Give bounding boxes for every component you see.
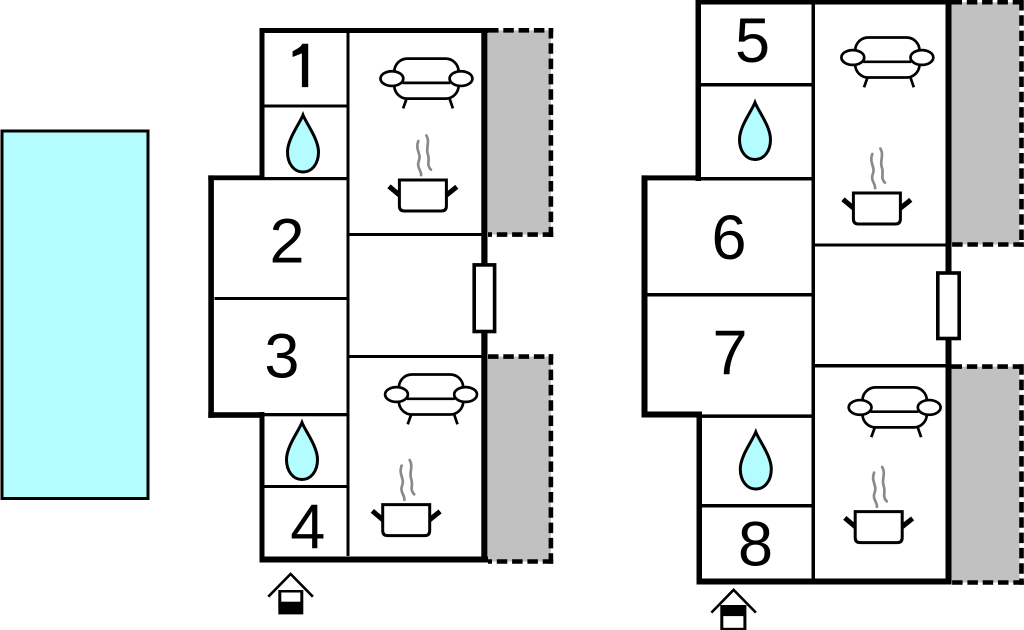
svg-text:4: 4 [290,493,325,563]
svg-text:7: 7 [712,318,747,388]
svg-text:3: 3 [264,322,299,392]
svg-text:8: 8 [738,510,773,580]
svg-text:2: 2 [269,206,304,276]
svg-text:5: 5 [735,6,770,76]
svg-text:6: 6 [711,203,746,273]
